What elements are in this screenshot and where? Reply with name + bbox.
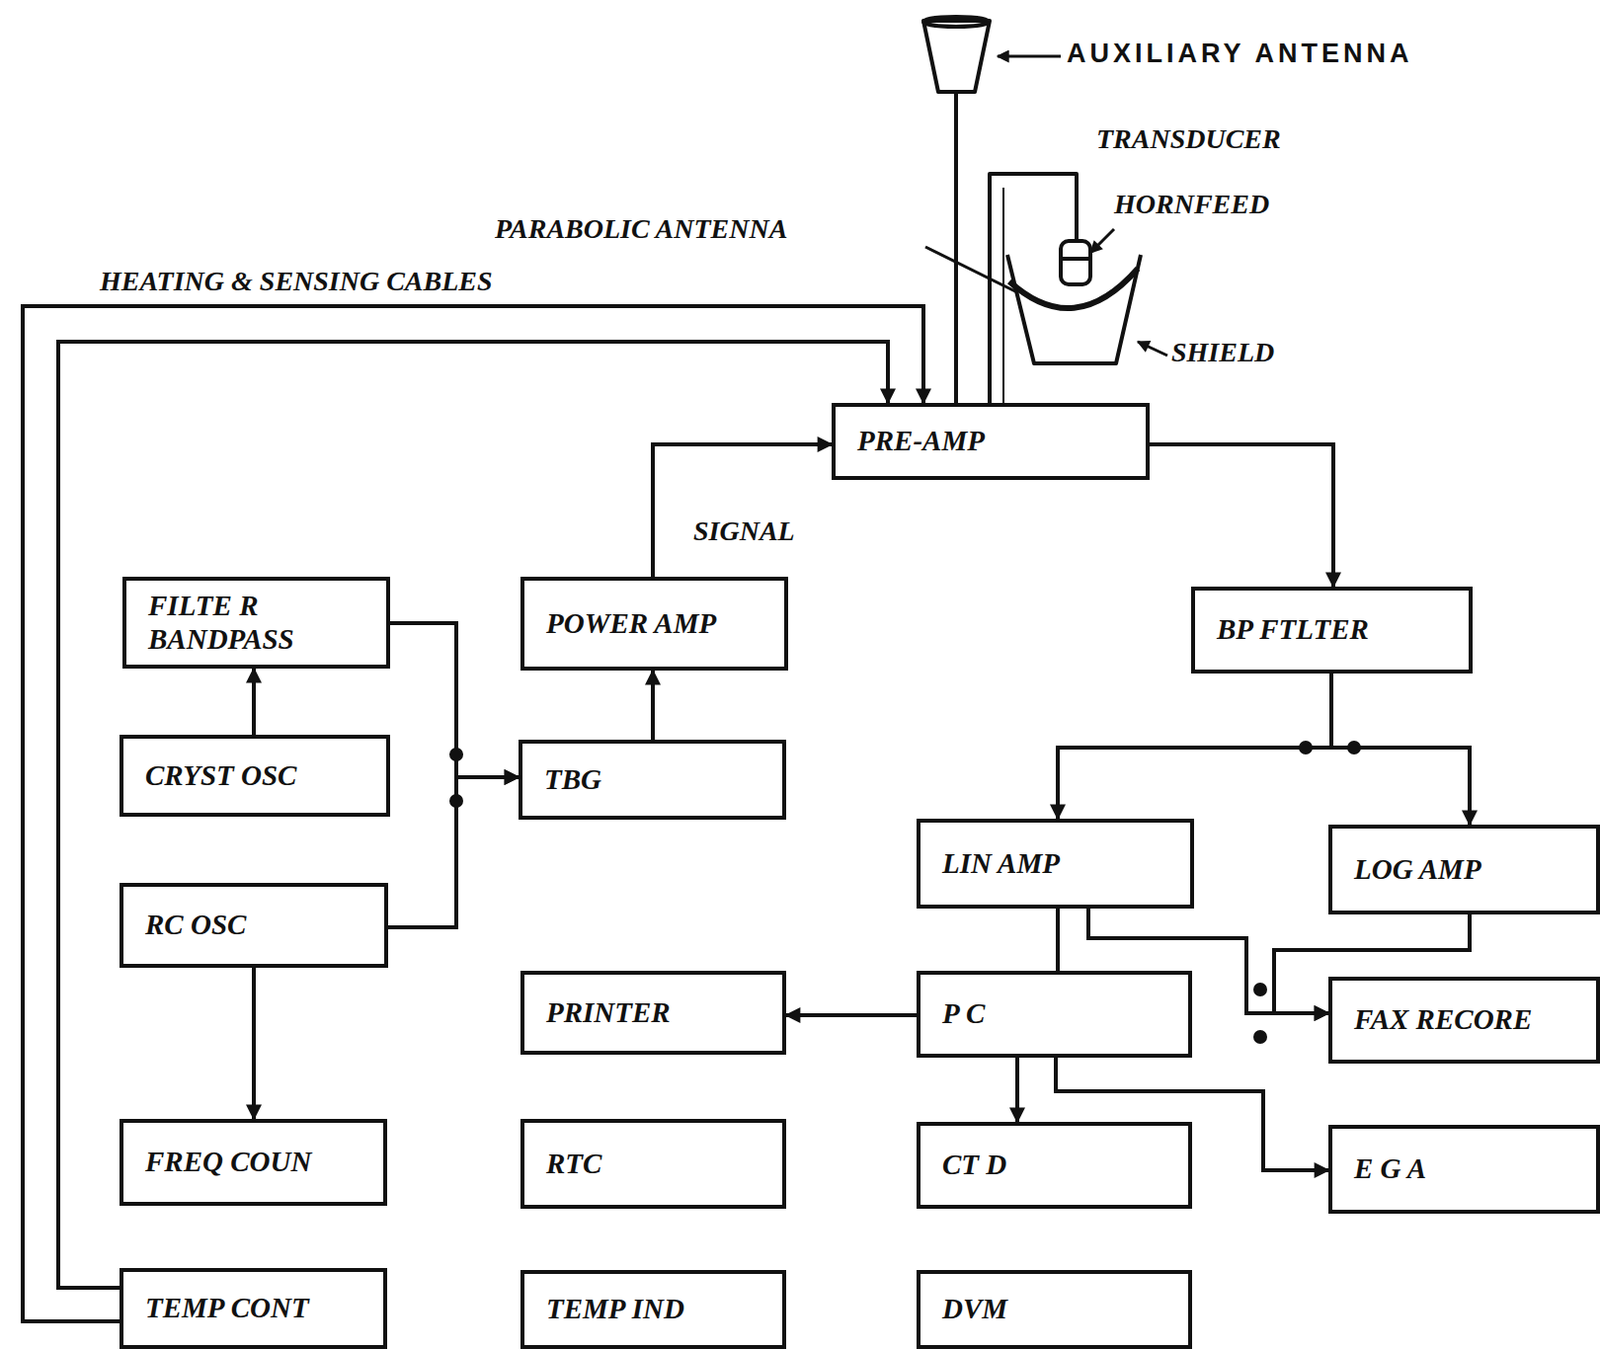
process-box: LOG AMP [1328,824,1600,915]
process-box: CT D [916,1121,1193,1209]
signal-line [652,444,832,577]
box-label: BP FTLTER [1216,613,1455,646]
parabolic-dish [1009,268,1138,309]
process-box: LIN AMP [916,818,1195,909]
box-label: LIN AMP [942,847,1177,880]
box-label: CT D [942,1148,1175,1182]
process-box: PRE-AMP [831,402,1150,480]
transducer-inner [1002,187,1005,403]
part-label: PARABOLIC ANTENNA [494,212,788,246]
box-label: POWER AMP [546,607,771,640]
signal-label: SIGNAL [691,515,798,548]
part-label: HEATING & SENSING CABLES [99,264,493,299]
process-box: BP FTLTER [1191,586,1473,674]
transducer-frame [989,173,1077,403]
process-box: P C [916,970,1193,1058]
process-box: DVM [916,1270,1193,1349]
part-label: TRANSDUCER [1096,122,1281,157]
box-label: DVM [942,1292,1175,1326]
signal-line [786,1013,917,1018]
process-box: FREQ COUN [119,1119,388,1206]
box-label: FAX RECORE [1354,1003,1583,1037]
process-box: FILTE R BANDPASS [122,576,391,669]
process-box: TBG [518,739,787,820]
process-box: TEMP IND [520,1270,787,1349]
box-label: TEMP CONT [145,1291,370,1325]
switch-contact [1253,982,1268,997]
box-label: PRINTER [546,996,769,1030]
box-label: FREQ COUN [145,1145,370,1179]
box-label: FILTE R BANDPASS [148,589,336,656]
shield [1007,254,1141,364]
process-box: PRINTER [520,970,787,1055]
antenna-mast [954,91,959,403]
auxiliary-antenna [923,20,990,92]
box-label: TBG [544,763,769,797]
part-label: AUXILIARY ANTENNA [1066,37,1414,70]
process-box: RTC [520,1119,787,1209]
switch-contact [1253,1030,1268,1044]
box-label: RC OSC [145,908,371,942]
box-label: E G A [1354,1152,1583,1186]
leader-line [997,55,1061,59]
leader-line [1090,229,1115,253]
signal-line [1331,673,1470,825]
antenna-rim [923,16,989,27]
box-label: LOG AMP [1354,853,1583,886]
signal-line [22,306,924,1322]
process-box: CRYST OSC [119,734,391,817]
signal-line [390,623,519,778]
leader-line [1137,341,1168,356]
part-label: HORNFEED [1114,187,1270,222]
hornfeed-ring [1060,256,1091,261]
box-label: CRYST OSC [145,759,373,793]
signal-line [650,670,655,740]
process-box: TEMP CONT [119,1268,388,1349]
signal-line [251,967,256,1120]
hornfeed [1060,240,1091,285]
signal-line [1149,444,1334,587]
signal-line [1015,1057,1020,1122]
signal-line [58,341,888,1288]
leader-line [925,246,1018,293]
process-box: POWER AMP [520,576,789,671]
signal-line [1057,673,1332,819]
signal-line [1055,908,1060,971]
box-label: RTC [546,1147,769,1181]
box-label: P C [942,997,1175,1031]
process-box: FAX RECORE [1328,976,1600,1064]
signal-line [251,668,256,735]
part-label: SHIELD [1171,335,1275,370]
signal-line [388,777,519,928]
box-label: TEMP IND [546,1292,769,1326]
process-box: RC OSC [119,882,389,968]
box-label: PRE-AMP [857,424,1132,458]
process-box: E G A [1328,1124,1600,1214]
